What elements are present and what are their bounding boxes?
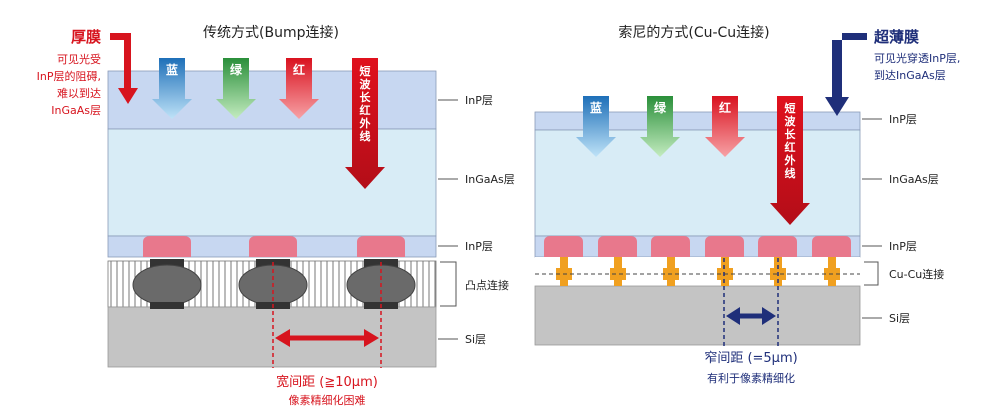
right-inp-bottom-layer [534, 235, 861, 258]
pixel [143, 236, 191, 257]
layer-label: Cu-Cu连接 [889, 268, 944, 281]
arrow-label-green: 绿 [230, 62, 243, 77]
cu-pad [556, 257, 572, 286]
callout-line: InGaAs层 [51, 104, 101, 117]
left-bumps [132, 259, 416, 309]
layer-label: InP层 [465, 94, 493, 107]
callout-line: 难以到达 [57, 87, 101, 100]
right-red-arrow: 红 [705, 96, 745, 157]
arrow-label-swir: 短波长红外线 [359, 64, 372, 143]
callout-line: 可见光穿透InP层, [874, 51, 960, 65]
callout-title: 超薄膜 [873, 28, 919, 46]
callout-line: 可见光受 [57, 52, 101, 66]
layer-label: InGaAs层 [889, 173, 939, 186]
callout-title: 厚膜 [71, 28, 101, 46]
layer-label: Si层 [889, 312, 910, 325]
right-blue-arrow: 蓝 [576, 96, 616, 157]
left-si-layer [107, 306, 437, 368]
layer-label: 凸点连接 [465, 279, 509, 292]
pixel [758, 236, 797, 257]
right-pitch-indicator: 窄间距 (=5μm) 有利于像素精细化 [704, 258, 798, 385]
right-ultrathin-callout: 超薄膜 可见光穿透InP层, 到达InGaAs层 [825, 28, 960, 116]
arrow-label-green: 绿 [654, 100, 667, 115]
left-thick-film-callout: 厚膜 可见光受 InP层的阻碍, 难以到达 InGaAs层 [37, 28, 138, 117]
arrow-label-swir: 短波长红外线 [784, 101, 797, 180]
left-pixels [143, 236, 405, 257]
right-title: 索尼的方式(Cu-Cu连接) [618, 24, 769, 41]
layer-label: Si层 [465, 333, 486, 346]
pitch-sub: 像素精细化困难 [289, 393, 366, 407]
cu-pad [770, 257, 786, 286]
left-layer-labels: InP层 InGaAs层 InP层 凸点连接 Si层 [438, 94, 515, 346]
pixel [598, 236, 637, 257]
thick-film-arrow [110, 33, 138, 104]
pixel [812, 236, 851, 257]
right-panel: 索尼的方式(Cu-Cu连接) 蓝 [534, 24, 960, 385]
layer-label: InGaAs层 [465, 173, 515, 186]
left-pitch-indicator: 宽间距 (≧10μm) 像素精细化困难 [272, 262, 382, 407]
left-blue-arrow: 蓝 [152, 58, 192, 119]
arrow-label-blue: 蓝 [166, 62, 178, 77]
pixel [544, 236, 583, 257]
bump-pad [150, 259, 184, 268]
pixel [249, 236, 297, 257]
arrow-label-blue: 蓝 [590, 100, 602, 115]
pixel [705, 236, 744, 257]
layer-label: InP层 [889, 240, 917, 253]
cu-pad [824, 257, 840, 286]
layer-label: InP层 [465, 240, 493, 253]
callout-line: 到达InGaAs层 [874, 69, 946, 82]
right-green-arrow: 绿 [640, 96, 680, 157]
left-swir-arrow: 短波长红外线 [345, 58, 385, 189]
right-layer-labels: InP层 InGaAs层 InP层 Cu-Cu连接 Si层 [862, 113, 944, 325]
pixel [651, 236, 690, 257]
pitch-label: 窄间距 (=5μm) [704, 350, 797, 366]
arrow-label-red: 红 [719, 100, 731, 115]
left-title: 传统方式(Bump连接) [203, 24, 339, 41]
pitch-label: 宽间距 (≧10μm) [276, 374, 378, 390]
right-pixels [544, 236, 851, 257]
bump-pad [150, 302, 184, 309]
left-ingaas-layer [107, 128, 437, 237]
left-red-arrow: 红 [279, 58, 319, 119]
cu-pad [610, 257, 626, 286]
left-green-arrow: 绿 [216, 58, 256, 119]
arrow-label-red: 红 [293, 62, 305, 77]
right-cu-layer [535, 257, 860, 286]
ultrathin-arrow [825, 33, 867, 116]
right-cu-pads [556, 257, 840, 286]
right-swir-arrow: 短波长红外线 [770, 96, 810, 225]
bump [132, 264, 202, 306]
right-si-layer [534, 285, 861, 346]
layer-label: InP层 [889, 113, 917, 126]
pitch-sub: 有利于像素精细化 [707, 371, 795, 385]
right-ingaas-layer [534, 129, 861, 237]
callout-line: InP层的阻碍, [37, 69, 101, 83]
pixel [357, 236, 405, 257]
cu-pad [717, 257, 733, 286]
cu-pad [663, 257, 679, 286]
left-panel: 传统方式(Bump连接) 蓝 [37, 24, 515, 407]
